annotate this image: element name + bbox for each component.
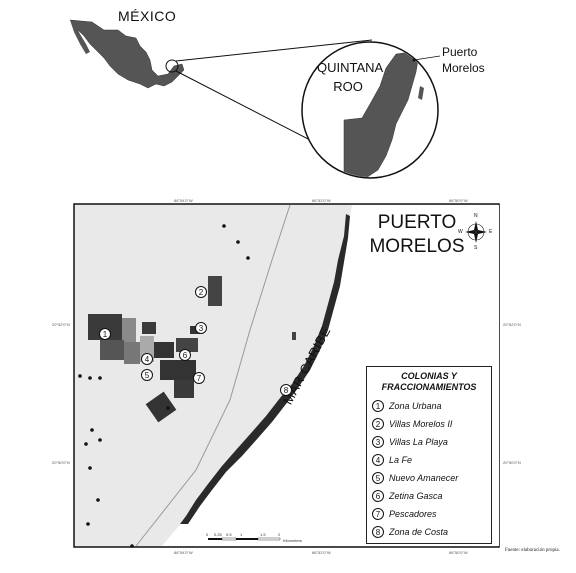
coord-top-2: 86°52'0"W: [312, 198, 331, 203]
coord-right-1: 20°52'0"N: [503, 322, 521, 327]
legend-label: La Fe: [389, 455, 413, 465]
scale-05: 0.5: [226, 532, 232, 537]
legend-title: COLONIAS Y FRACCIONAMIENTOS: [381, 371, 477, 392]
coord-top-1: 86°54'0"W: [174, 198, 193, 203]
legend-item: 6 Zetina Gasca: [372, 487, 486, 505]
scale-025: 0.25: [214, 532, 222, 537]
legend-number: 1: [372, 400, 384, 412]
scattered-points: [78, 224, 250, 548]
urban-blocks: [88, 276, 296, 423]
coord-left-1: 20°52'0"N: [52, 322, 70, 327]
scale-unit: Kilometers: [283, 538, 302, 543]
legend-number: 6: [372, 490, 384, 502]
scale-2: 2: [278, 532, 281, 537]
marker-5: 5: [141, 369, 153, 381]
legend-item: 1 Zona Urbana: [372, 397, 486, 415]
compass-s: S: [474, 245, 478, 251]
compass-w: W: [458, 229, 463, 235]
scale-0: 0: [206, 532, 209, 537]
legend-number: 4: [372, 454, 384, 466]
scale-15: 1.5: [260, 532, 266, 537]
source-note: Fuente: elaboración propia.: [505, 548, 560, 553]
marker-2: 2: [195, 286, 207, 298]
legend-label: Zona de Costa: [389, 527, 449, 537]
legend-number: 7: [372, 508, 384, 520]
marker-8: 8: [280, 384, 292, 396]
scale-1: 1: [240, 532, 243, 537]
highlight-circle: [165, 59, 179, 73]
coord-left-2: 20°50'0"N: [52, 460, 70, 465]
legend-label: Nuevo Amanecer: [389, 473, 459, 483]
quintana-roo-shape: [343, 51, 419, 177]
compass-e: E: [489, 229, 493, 235]
legend-label: Zona Urbana: [389, 401, 442, 411]
highway-line: [135, 204, 291, 547]
legend-label: Villas Morelos II: [389, 419, 453, 429]
legend-item: 5 Nuevo Amanecer: [372, 469, 486, 487]
legend-label: Pescadores: [389, 509, 437, 519]
quintana-roo-label: QUINTANA ROO: [317, 60, 384, 94]
marker-4: 4: [141, 353, 153, 365]
mexico-shape: [69, 19, 185, 89]
legend-number: 2: [372, 418, 384, 430]
inset-map: [69, 19, 441, 179]
compass-n: N: [474, 213, 478, 219]
legend-label: Villas La Playa: [389, 437, 448, 447]
compass-rose: [465, 221, 487, 243]
marker-3: 3: [195, 322, 207, 334]
marker-6: 6: [179, 349, 191, 361]
marker-1: 1: [99, 328, 111, 340]
legend-item: 2 Villas Morelos II: [372, 415, 486, 433]
coord-bottom-1: 86°54'0"W: [174, 550, 193, 555]
legend-item: 8 Zona de Costa: [372, 523, 486, 541]
puerto-morelos-label: Puerto Morelos: [442, 45, 485, 75]
legend-number: 5: [372, 472, 384, 484]
coord-bottom-2: 86°52'0"W: [312, 550, 331, 555]
marker-7: 7: [193, 372, 205, 384]
cozumel-island: [418, 86, 424, 100]
legend-box: COLONIAS Y FRACCIONAMIENTOS 1 Zona Urban…: [366, 366, 492, 544]
legend-label: Zetina Gasca: [389, 491, 443, 501]
coord-right-2: 20°50'0"N: [503, 460, 521, 465]
coord-bottom-3: 86°50'0"W: [449, 550, 468, 555]
map-title: PUERTO MORELOS: [369, 212, 465, 257]
legend-number: 3: [372, 436, 384, 448]
legend-item: 4 La Fe: [372, 451, 486, 469]
coord-top-3: 86°50'0"W: [449, 198, 468, 203]
baja-california-shape: [70, 20, 90, 54]
legend-number: 8: [372, 526, 384, 538]
legend-item: 7 Pescadores: [372, 505, 486, 523]
scale-bar: [208, 537, 281, 541]
mexico-label: MÉXICO: [118, 8, 177, 24]
legend-item: 3 Villas La Playa: [372, 433, 486, 451]
